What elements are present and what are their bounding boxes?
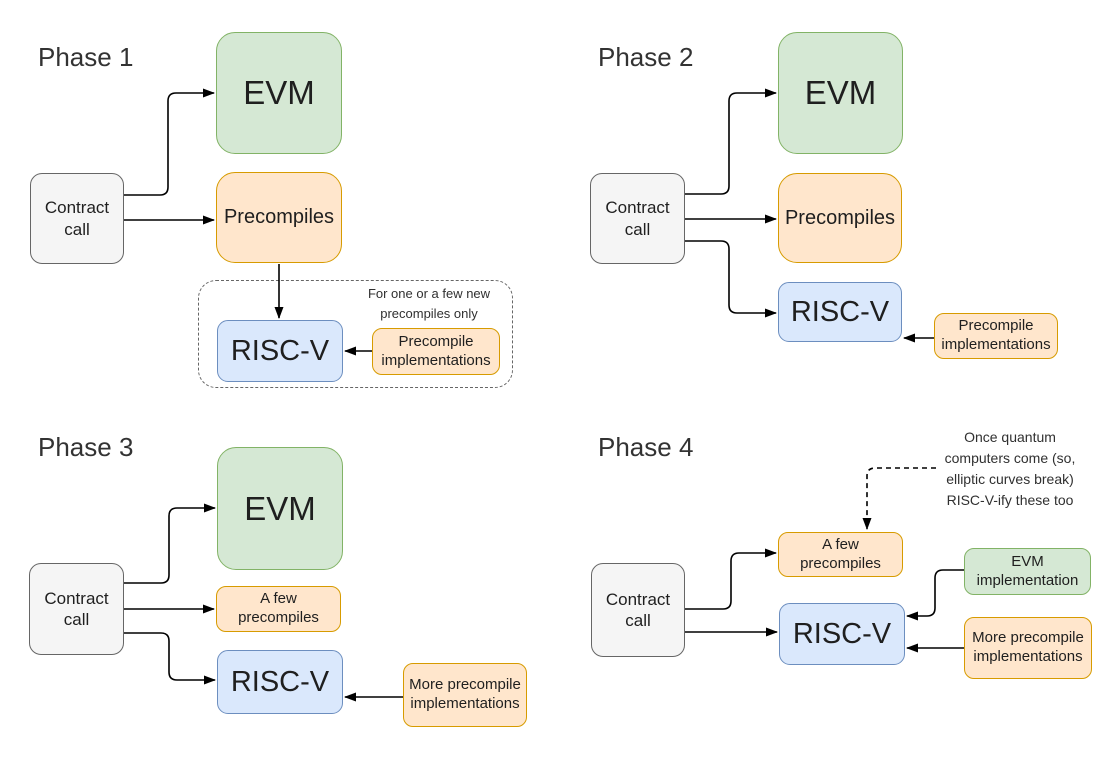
- phase2-title: Phase 2: [598, 42, 694, 72]
- phase2-precompile-implementations-node: Precompile implementations: [934, 313, 1058, 359]
- phase1-riscv-label: RISC-V: [230, 334, 330, 367]
- phase1-precompile-implementations-node: Precompile implementations: [372, 328, 500, 375]
- arrow-p2-contract-to-evm: [685, 88, 777, 195]
- phase2-precompiles-node: Precompiles: [778, 173, 902, 263]
- phase4-riscv-node: RISC-V: [779, 603, 905, 665]
- phase1-note: For one or a few new precompiles only: [367, 286, 491, 321]
- phase3-contract-call-label: Contract call: [44, 588, 109, 629]
- phase3-a-few-precompiles-node: A few precompiles: [216, 586, 341, 632]
- arrow-p3-contract-to-evm: [124, 503, 216, 584]
- phase2-evm-label: EVM: [804, 74, 877, 112]
- phase1-contract-call-node: Contract call: [30, 173, 124, 264]
- phase1-dashed-group: [198, 280, 513, 388]
- phase4-contract-call-node: Contract call: [591, 563, 685, 657]
- phase1-title: Phase 1: [38, 42, 134, 72]
- phase2-riscv-label: RISC-V: [790, 295, 890, 328]
- phase3-evm-node: EVM: [217, 447, 343, 570]
- phase3-contract-call-node: Contract call: [29, 563, 124, 655]
- phase1-precompile-implementations-label: Precompile implementations: [381, 332, 491, 369]
- phase3-riscv-label: RISC-V: [230, 665, 330, 698]
- phase1-contract-call-label: Contract call: [44, 198, 110, 239]
- phase3-evm-label: EVM: [244, 489, 316, 527]
- phase2-evm-node: EVM: [778, 32, 903, 154]
- phase4-more-precompile-implementations-node: More precompile implementations: [964, 617, 1092, 679]
- arrow-p4-note-to-a-few-precompiles: [862, 467, 936, 530]
- phase2-precompile-implementations-label: Precompile implementations: [941, 317, 1051, 353]
- phase4-evm-implementation-node: EVM implementation: [964, 548, 1091, 595]
- phase4-title: Phase 4: [598, 432, 694, 462]
- phase4-a-few-precompiles-label: A few precompiles: [800, 535, 881, 572]
- phase3-riscv-node: RISC-V: [217, 650, 343, 714]
- phase3-more-precompile-implementations-label: More precompile implementations: [409, 676, 521, 712]
- phase2-contract-call-label: Contract call: [605, 198, 670, 239]
- phase2-precompiles-label: Precompiles: [784, 206, 896, 229]
- phase3-more-precompile-implementations-node: More precompile implementations: [403, 663, 527, 727]
- phase1-evm-node: EVM: [216, 32, 342, 154]
- arrow-p4-evm-impl-to-riscv: [906, 569, 964, 621]
- phase2-riscv-node: RISC-V: [778, 282, 902, 342]
- arrow-p1-contract-to-evm: [124, 88, 215, 196]
- phase2-contract-call-node: Contract call: [590, 173, 685, 264]
- phase1-evm-label: EVM: [243, 74, 315, 112]
- phase1-precompiles-label: Precompiles: [223, 206, 335, 228]
- phase4-contract-call-label: Contract call: [605, 589, 671, 630]
- phase1-precompiles-node: Precompiles: [216, 172, 342, 263]
- phase4-evm-implementation-label: EVM implementation: [976, 552, 1079, 589]
- phase4-riscv-label: RISC-V: [792, 617, 892, 650]
- arrow-p3-contract-to-riscv: [124, 632, 216, 685]
- phase4-a-few-precompiles-node: A few precompiles: [778, 532, 903, 577]
- phase4-note: Once quantum computers come (so, ellipti…: [944, 429, 1076, 508]
- phase3-a-few-precompiles-label: A few precompiles: [238, 590, 319, 626]
- phase1-riscv-node: RISC-V: [217, 320, 343, 382]
- phase3-title: Phase 3: [38, 432, 134, 462]
- arrow-p2-contract-to-riscv: [685, 240, 777, 318]
- arrow-p4-contract-to-a-few-precompiles: [685, 548, 777, 610]
- phase4-more-precompile-implementations-label: More precompile implementations: [972, 629, 1084, 665]
